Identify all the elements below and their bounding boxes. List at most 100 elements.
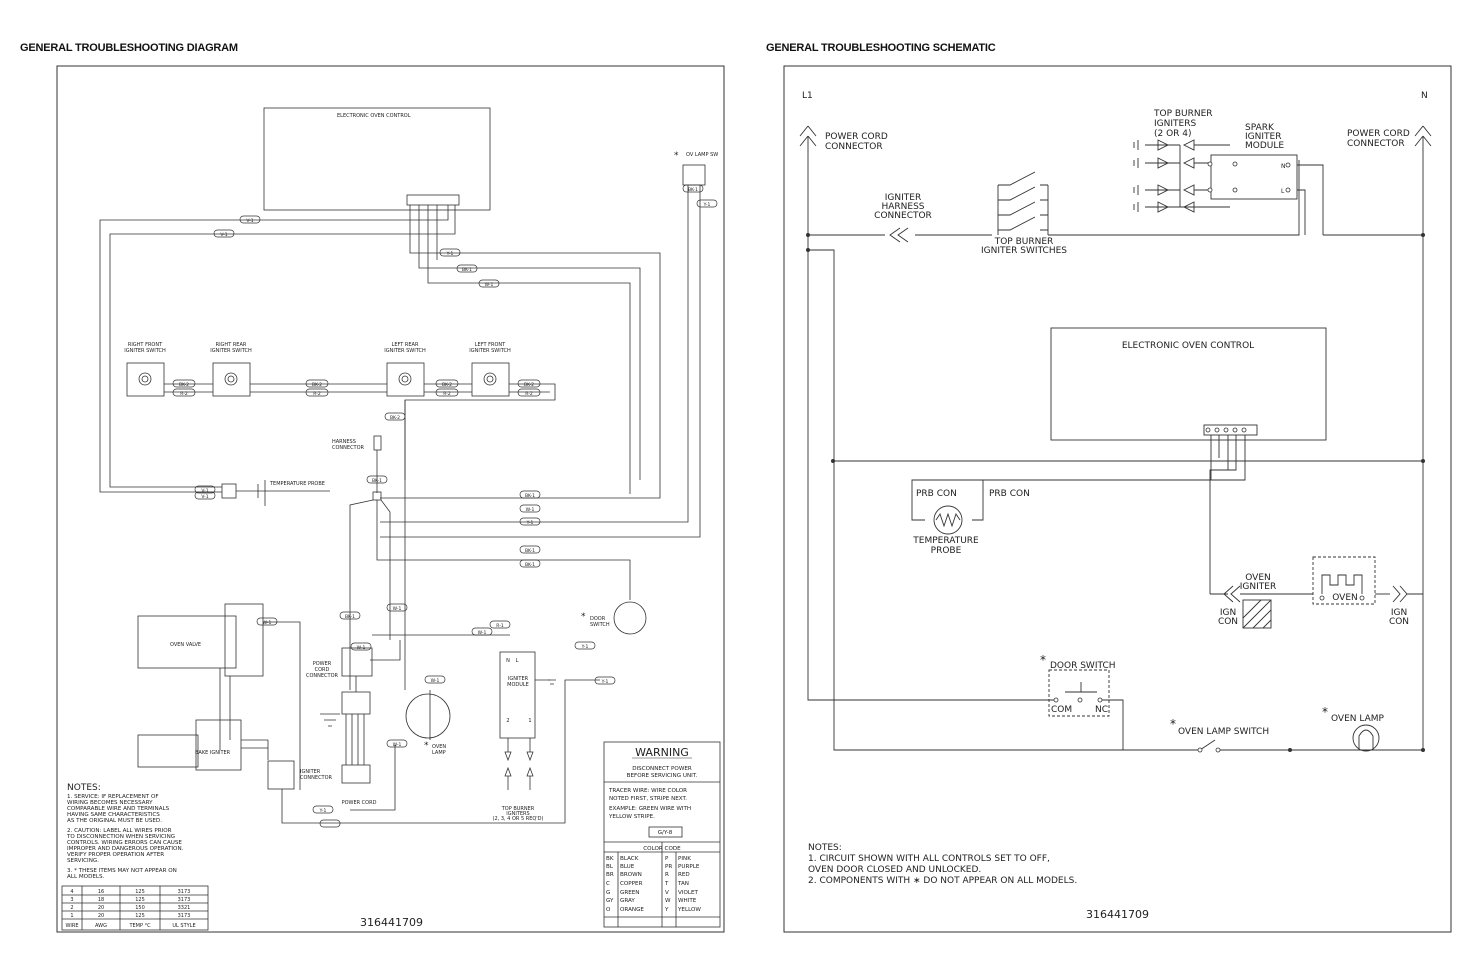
tracer-line: TRACER WIRE: WIRE COLOR bbox=[608, 788, 687, 794]
wire-tag: W-1 bbox=[357, 645, 366, 651]
com-label: COM bbox=[1051, 705, 1072, 715]
oven-valve-label: OVEN VALVE bbox=[170, 642, 201, 648]
temperature-probe-label: PROBE bbox=[931, 546, 962, 556]
schematic-diagram: L1 N POWER CORD CONNECTOR POWER CORD CON… bbox=[783, 65, 1452, 933]
note-line: COMPARABLE WIRE AND TERMINALS bbox=[67, 806, 170, 812]
tracer-line: NOTED FIRST, STRIPE NEXT. bbox=[609, 796, 687, 802]
color-name: GREEN bbox=[620, 890, 639, 896]
note-line: 2. CAUTION: LABEL ALL WIRES PRIOR bbox=[67, 828, 172, 834]
color-name: BLACK bbox=[620, 856, 639, 862]
switch-label: RIGHT FRONT bbox=[128, 342, 163, 348]
oven-lamp-switch-label: OVEN LAMP SWITCH bbox=[1178, 727, 1269, 737]
module-terminal: N bbox=[1281, 163, 1286, 170]
oven-igniter-label: OVEN bbox=[1245, 573, 1271, 583]
module-terminal: 1 bbox=[528, 718, 531, 724]
module-terminal: L bbox=[1281, 188, 1285, 195]
wire-tag: V-1 bbox=[220, 232, 227, 238]
wiring-diagram: V-1 V-1 Y-1 BK-1 W-1 BK-2 R-2 BK-2 R-2 B… bbox=[56, 65, 725, 933]
switch-right-front bbox=[126, 362, 165, 397]
tracer-line: EXAMPLE: GREEN WIRE WITH bbox=[609, 806, 691, 812]
note-line: 1. SERVICE: IF REPLACEMENT OF bbox=[67, 794, 159, 800]
wire-tag: BK-2 bbox=[179, 382, 189, 388]
wire-tag: R-2 bbox=[443, 391, 451, 397]
oven-label: OVEN bbox=[1332, 593, 1358, 603]
ign-con-right: IGN bbox=[1391, 608, 1407, 618]
color-name: RED bbox=[678, 872, 690, 878]
switch-label: IGNITER SWITCH bbox=[469, 348, 511, 354]
table-header: TEMP °C bbox=[128, 923, 151, 929]
color-abbr: GY bbox=[606, 898, 614, 904]
top-burner-igniters-label: IGNITERS bbox=[506, 811, 529, 817]
switch-label: IGNITER SWITCH bbox=[384, 348, 426, 354]
table-cell: 3173 bbox=[178, 913, 191, 919]
spark-igniter-module-label: MODULE bbox=[1245, 141, 1284, 151]
switch-label: RIGHT REAR bbox=[216, 342, 247, 348]
l1-label: L1 bbox=[802, 91, 813, 101]
asterisk-mark: * bbox=[1040, 653, 1046, 667]
wire-tag: W-1 bbox=[526, 507, 535, 513]
color-abbr: PR bbox=[665, 864, 672, 870]
notes-title: NOTES: bbox=[67, 783, 101, 793]
table-cell: 16 bbox=[98, 889, 104, 895]
color-abbr: W bbox=[665, 898, 671, 904]
switch-label: LEFT REAR bbox=[392, 342, 419, 348]
wire-tag: W-1 bbox=[263, 620, 272, 626]
table-header: AWG bbox=[95, 923, 107, 929]
wire-tag: BK-2 bbox=[312, 382, 322, 388]
oven-igniter-label: IGNITER bbox=[1240, 582, 1276, 592]
diagram-frame bbox=[56, 65, 725, 933]
color-abbr: P bbox=[665, 856, 669, 862]
wire-tag: R-2 bbox=[525, 391, 533, 397]
spark-igniter-module-label: SPARK bbox=[1245, 123, 1275, 133]
color-abbr: O bbox=[606, 907, 611, 913]
wire-tag: BK-2 bbox=[390, 415, 400, 421]
asterisk-mark: * bbox=[1322, 705, 1328, 719]
wire-tag: BK-1 bbox=[462, 267, 472, 273]
color-name: BROWN bbox=[620, 872, 642, 878]
asterisk-mark: * bbox=[1170, 717, 1176, 731]
eoc-box bbox=[263, 107, 491, 211]
wire-tag: BK-1 bbox=[688, 187, 698, 193]
wire-tag: Y-1 bbox=[601, 679, 609, 685]
power-cord-connector-right: CONNECTOR bbox=[1347, 139, 1405, 149]
color-abbr: BL bbox=[606, 864, 614, 870]
color-name: COPPER bbox=[620, 881, 643, 887]
asterisk-mark: * bbox=[581, 612, 586, 622]
wire-tag: W-1 bbox=[485, 282, 494, 288]
table-header: WIRE bbox=[65, 923, 78, 929]
color-name: ORANGE bbox=[620, 907, 644, 913]
spark-igniter-module-label: IGNITER bbox=[1245, 132, 1281, 142]
igniter-connector-label: CONNECTOR bbox=[300, 775, 333, 781]
igniter-module-label: MODULE bbox=[507, 682, 529, 688]
wire-tag: W-1 bbox=[393, 606, 402, 612]
note-line: WIRING BECOMES NECESSARY bbox=[67, 800, 153, 806]
note-line: ALL MODELS. bbox=[67, 874, 105, 880]
wire-tag: V-1 bbox=[201, 488, 208, 494]
top-burner-igniters-label: IGNITERS bbox=[1154, 119, 1196, 129]
schematic-frame bbox=[783, 65, 1452, 933]
switch-left-front bbox=[471, 362, 510, 397]
diagram-heading: GENERAL TROUBLESHOOTING DIAGRAM bbox=[20, 42, 238, 54]
module-terminal: L bbox=[516, 658, 519, 664]
wire-tag: Y-1 bbox=[446, 251, 454, 257]
table-cell: 4 bbox=[70, 889, 73, 895]
wire-tag: BK-1 bbox=[525, 562, 535, 568]
eoc-terminal-block bbox=[406, 194, 460, 206]
power-cord-connector-right: POWER CORD bbox=[1347, 129, 1410, 139]
power-cord-label: POWER CORD bbox=[342, 800, 377, 806]
wire-tag: R-2 bbox=[180, 391, 188, 397]
oven-lamp-switch-label: OV LAMP SW bbox=[686, 152, 718, 158]
power-cord-connector-left: CONNECTOR bbox=[825, 142, 883, 152]
door-switch-label: DOOR bbox=[590, 616, 606, 622]
switch-left-rear bbox=[386, 362, 425, 397]
wire-tag: V-1 bbox=[246, 218, 253, 224]
tracer-line: YELLOW STRIPE. bbox=[608, 814, 655, 820]
top-burner-igniters-label: (2, 3, 4 OR 5 REQ'D) bbox=[493, 816, 544, 822]
igniter-harness-label: HARNESS bbox=[881, 202, 924, 212]
eoc-label: ELECTRONIC OVEN CONTROL bbox=[337, 113, 411, 119]
igniter-connector-label: IGNITER bbox=[300, 769, 321, 775]
color-abbr: Y bbox=[664, 907, 669, 913]
color-abbr: T bbox=[664, 881, 669, 887]
table-cell: 125 bbox=[135, 913, 145, 919]
color-name: TAN bbox=[677, 881, 689, 887]
